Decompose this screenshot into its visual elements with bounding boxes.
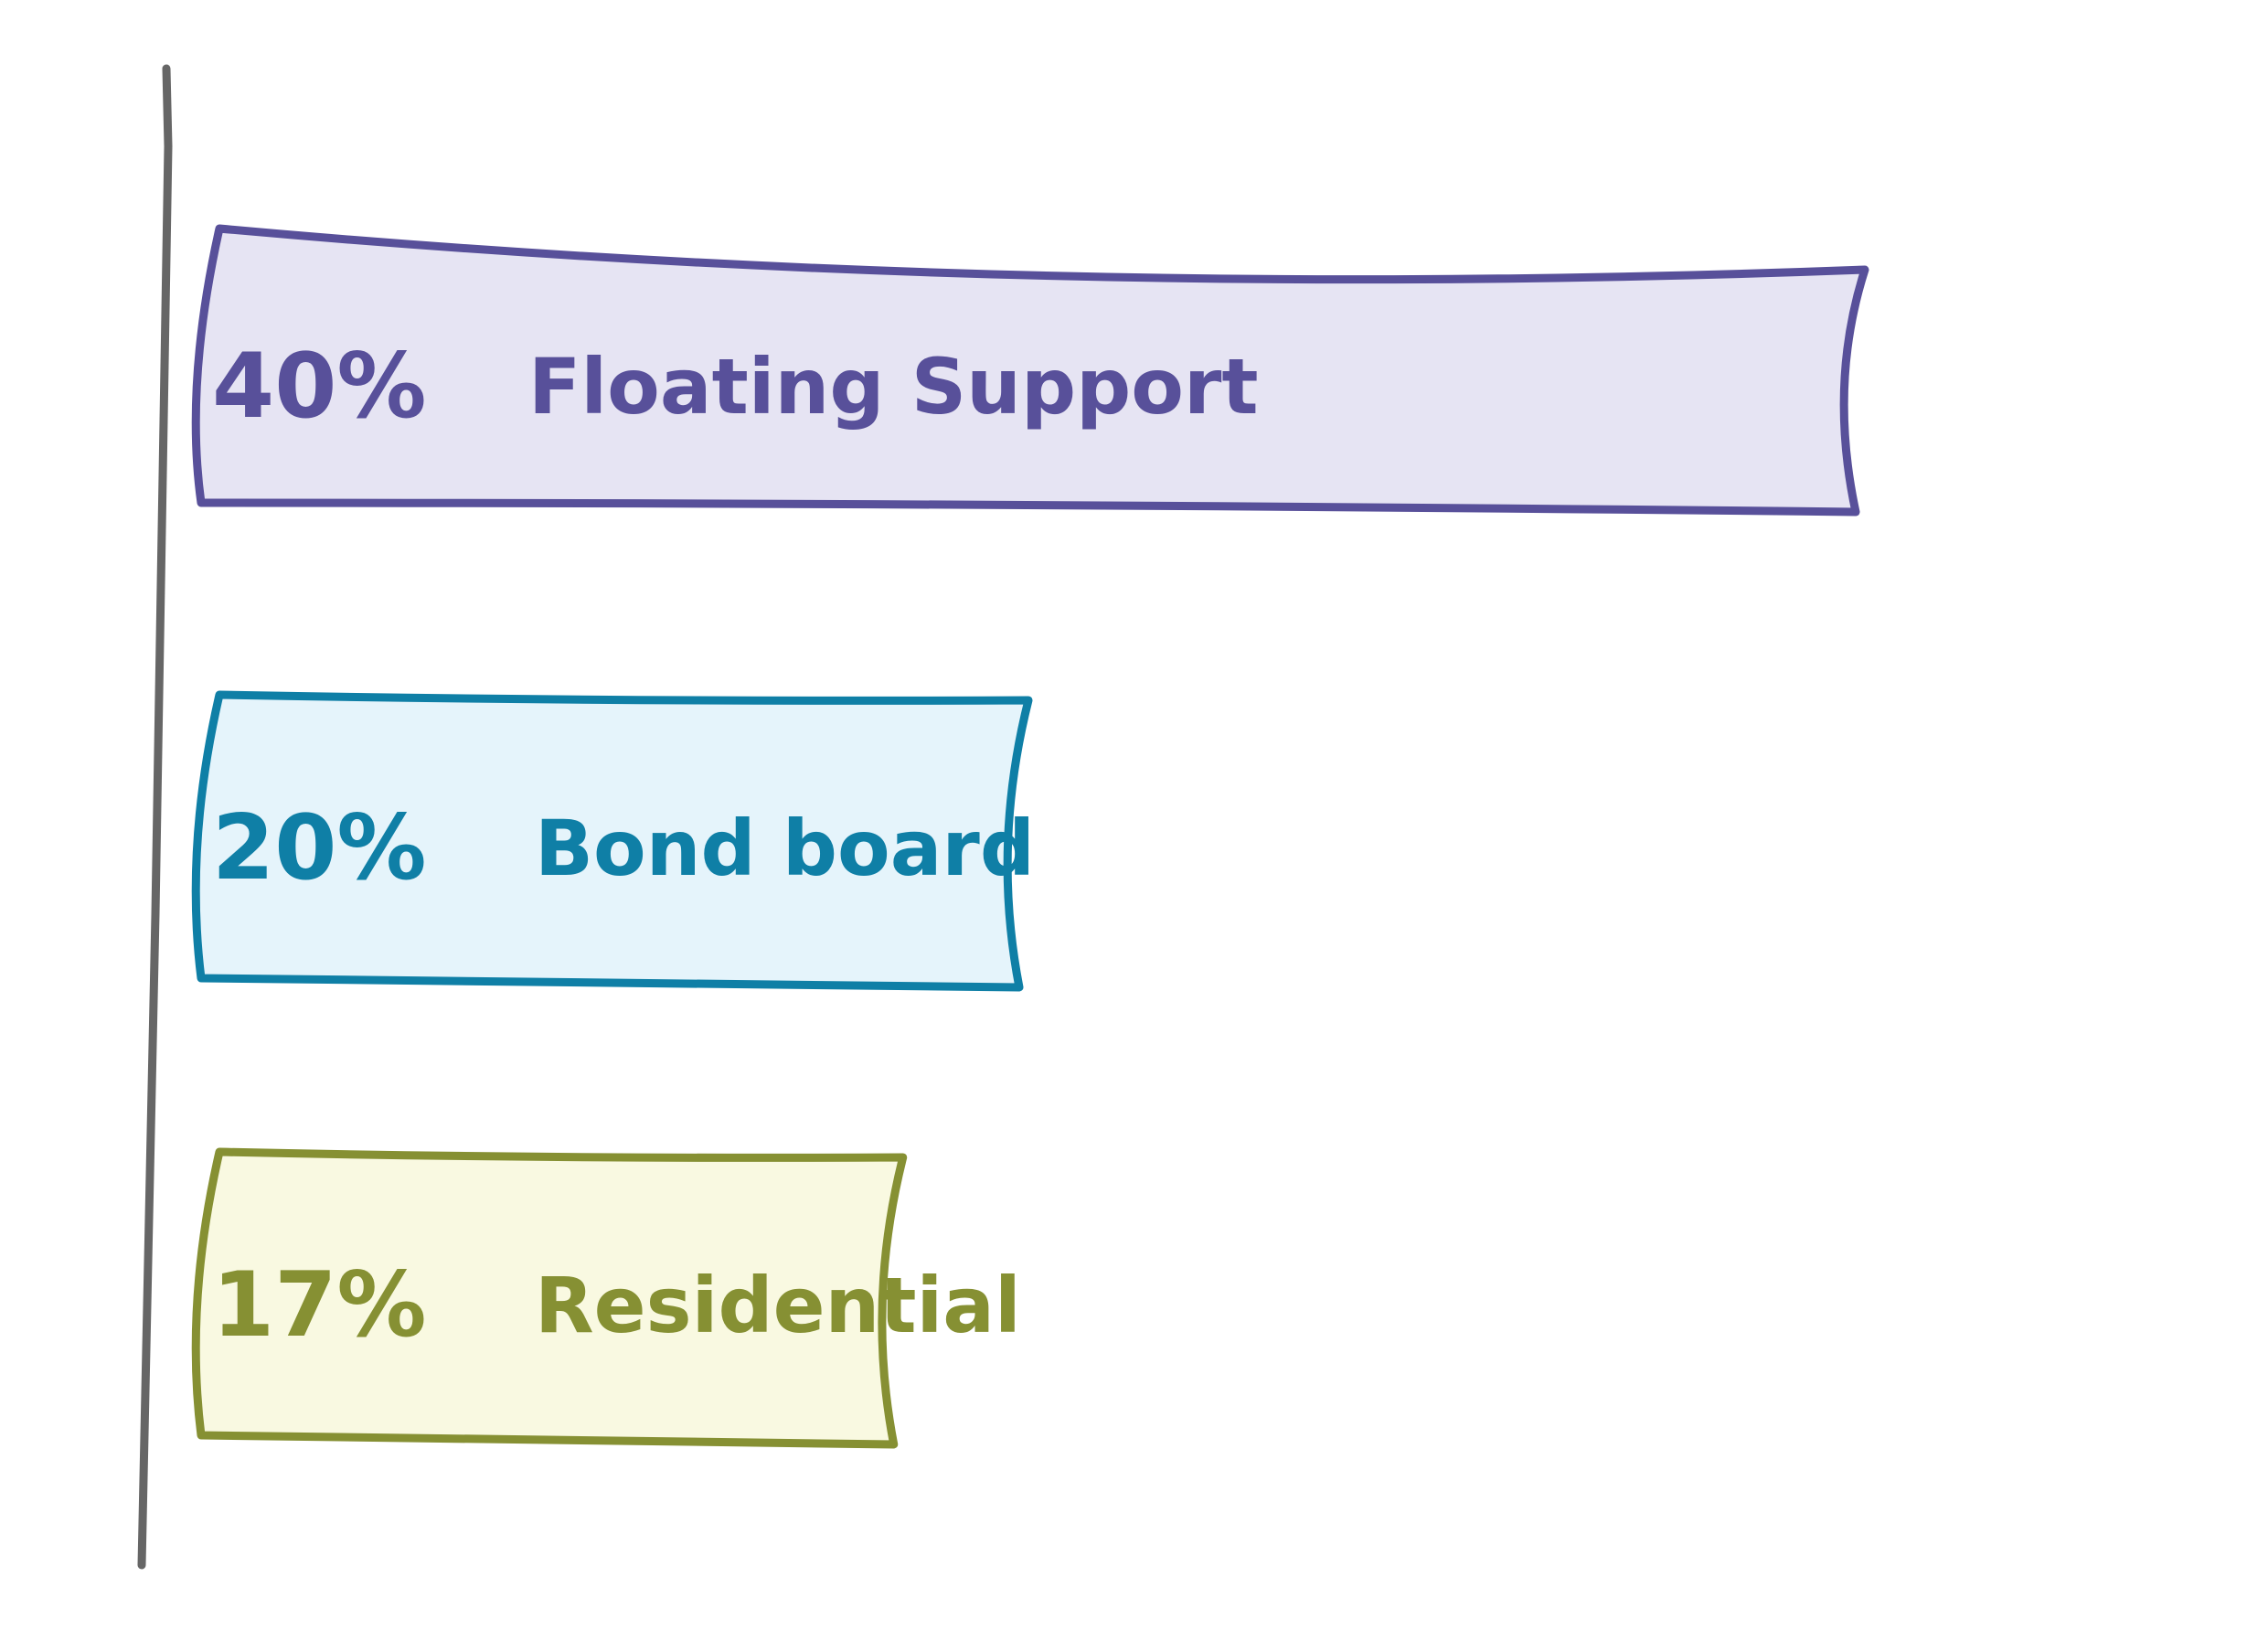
bar-residential	[191, 1147, 908, 1449]
y-axis-line	[137, 64, 173, 1570]
category-label-floating-support: Floating Support	[528, 342, 1259, 431]
category-label-bond-board: Bond board	[535, 804, 1035, 893]
bar-bond-board	[191, 690, 1033, 992]
value-label-floating-support: 40%	[212, 335, 427, 439]
value-label-residential: 17%	[212, 1253, 427, 1358]
category-label-residential: Residential	[535, 1261, 1021, 1350]
value-label-bond-board: 20%	[212, 796, 427, 900]
bar-floating-support	[191, 224, 1869, 517]
